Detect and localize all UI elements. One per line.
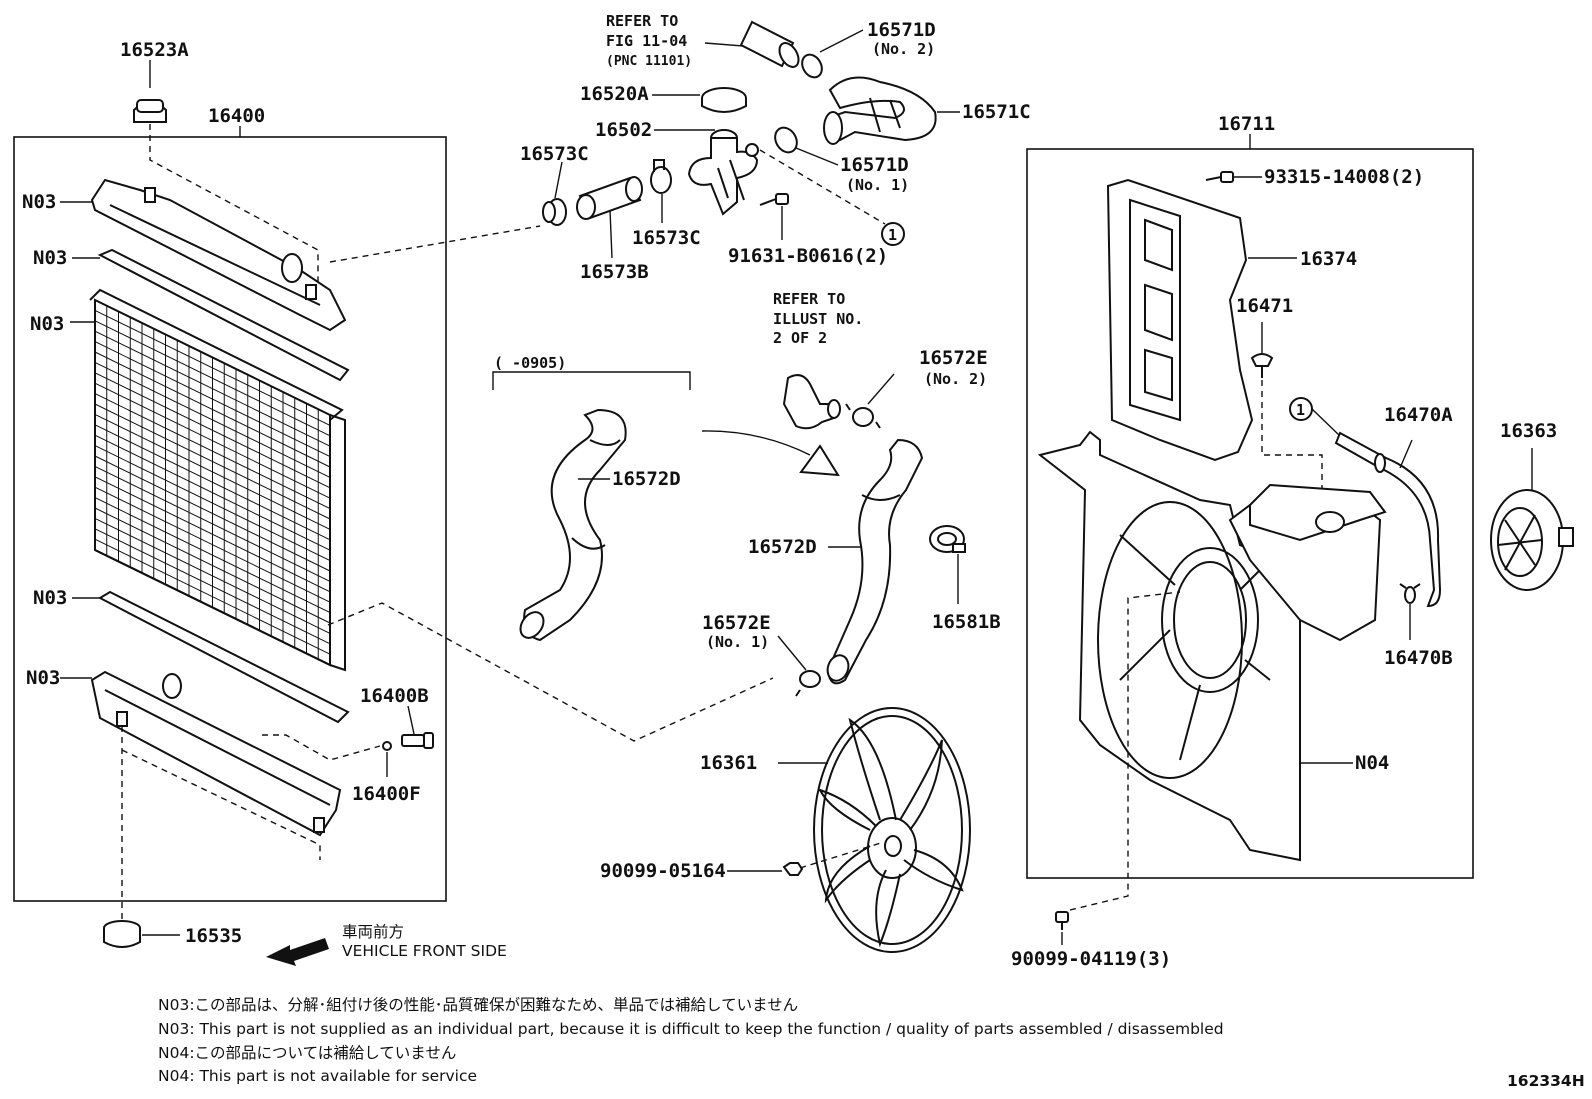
svg-text:FIG 11-04: FIG 11-04 bbox=[606, 32, 687, 50]
label-16571D-no2: 16571D bbox=[867, 19, 936, 41]
part-91631-bolt bbox=[759, 193, 789, 206]
part-16363-fan-motor bbox=[1490, 489, 1574, 591]
label-16523A: 16523A bbox=[120, 39, 189, 61]
part-16374-cover bbox=[1106, 178, 1254, 462]
part-16400F-o-ring bbox=[382, 741, 392, 751]
part-16572D-hose-a bbox=[519, 408, 627, 642]
label-16581B: 16581B bbox=[932, 611, 1001, 633]
label-93315: 93315-14008(2) bbox=[1264, 166, 1424, 188]
label-16400: 16400 bbox=[208, 105, 265, 127]
label-16571C: 16571C bbox=[962, 101, 1031, 123]
label-16400B: 16400B bbox=[360, 685, 429, 707]
label-16711: 16711 bbox=[1218, 113, 1275, 135]
label-n04: N04 bbox=[1355, 752, 1389, 774]
notes-block: N03:この部品は、分解･組付け後の性能･品質確保が困難なため、単品では補給して… bbox=[158, 996, 1224, 1085]
svg-text:1: 1 bbox=[1296, 401, 1305, 419]
label-91631: 91631-B0616(2) bbox=[728, 245, 888, 267]
label-n03-2: N03 bbox=[33, 247, 67, 269]
part-16470A-hose bbox=[1334, 431, 1442, 608]
radiator-lower-tank bbox=[90, 670, 342, 837]
svg-text:2 OF 2: 2 OF 2 bbox=[773, 329, 827, 347]
part-16520A-radiator-cap bbox=[701, 87, 747, 113]
part-93315-screw bbox=[1205, 171, 1234, 183]
part-16470B-clamp bbox=[1399, 583, 1421, 604]
part-90099-04119-screw bbox=[1055, 911, 1069, 930]
front-label-en: VEHICLE FRONT SIDE bbox=[342, 942, 507, 960]
label-n03-1: N03 bbox=[22, 191, 56, 213]
part-16502-filler-neck bbox=[687, 129, 759, 216]
label-16363: 16363 bbox=[1500, 420, 1557, 442]
part-16573B-hose bbox=[576, 176, 643, 220]
vehicle-front-arrow-icon bbox=[266, 938, 329, 966]
svg-text:REFER TO: REFER TO bbox=[773, 290, 845, 308]
label-16400F: 16400F bbox=[352, 783, 421, 805]
part-n04-shroud bbox=[1037, 430, 1387, 862]
ref-circle-1-upper bbox=[881, 222, 905, 246]
label-90099-04119: 90099-04119(3) bbox=[1011, 948, 1171, 970]
label-16572D-a: 16572D bbox=[612, 468, 681, 490]
part-16581B-clamp bbox=[929, 525, 966, 553]
part-16572E-no1-clamp bbox=[795, 670, 821, 697]
thermostat-housing bbox=[782, 374, 841, 430]
label-16361: 16361 bbox=[700, 752, 757, 774]
label-16520A: 16520A bbox=[580, 83, 649, 105]
label-16571D-no1: 16571D bbox=[840, 154, 909, 176]
label-n03-5: N03 bbox=[26, 667, 60, 689]
note-n04-jp: N04:この部品については補給していません bbox=[158, 1044, 456, 1062]
gasket-lower bbox=[97, 590, 350, 724]
label-16571D-no1-sub: (No. 1) bbox=[846, 176, 909, 194]
note-n03-en: N03: This part is not supplied as an ind… bbox=[158, 1020, 1224, 1038]
label-16471: 16471 bbox=[1236, 295, 1293, 317]
part-16535-cushion bbox=[103, 920, 141, 948]
svg-text:ILLUST NO.: ILLUST NO. bbox=[773, 310, 863, 328]
part-16400B-drain-plug bbox=[401, 705, 434, 749]
label-16572E-no1-sub: (No. 1) bbox=[706, 633, 769, 651]
part-16573C-clamp-b bbox=[650, 159, 672, 194]
label-90099-05164: 90099-05164 bbox=[600, 860, 726, 882]
front-label-jp: 車両前方 bbox=[342, 923, 404, 941]
part-16571D-no2-clamp bbox=[801, 53, 823, 79]
part-16572D-hose-b bbox=[826, 438, 924, 685]
gasket-upper bbox=[97, 248, 350, 382]
part-90099-05164-nut bbox=[782, 862, 804, 876]
label-16470A: 16470A bbox=[1384, 404, 1453, 426]
label-n03-4: N03 bbox=[33, 587, 67, 609]
label-16572E-no2: 16572E bbox=[919, 347, 988, 369]
flow-arrow bbox=[701, 430, 811, 456]
svg-text:(PNC 11101): (PNC 11101) bbox=[606, 54, 692, 69]
radiator-group-box bbox=[13, 136, 447, 902]
label-16571D-no2-sub: (No. 2) bbox=[872, 40, 935, 58]
label-16573C-a: 16573C bbox=[520, 143, 589, 165]
note-n04-en: N04: This part is not available for serv… bbox=[158, 1067, 477, 1085]
part-16573C-clamp-a bbox=[542, 198, 567, 226]
date-range-bracket bbox=[492, 371, 691, 390]
label-16572E-no1: 16572E bbox=[702, 612, 771, 634]
part-16571C-upper-hose bbox=[823, 76, 937, 145]
part-16523A-cap bbox=[133, 60, 319, 285]
label-16470B: 16470B bbox=[1384, 647, 1453, 669]
label-16535: 16535 bbox=[185, 925, 242, 947]
date-range-label: ( -0905) bbox=[494, 354, 566, 372]
label-16374: 16374 bbox=[1300, 248, 1357, 270]
refer-illust-2of2: REFER TO ILLUST NO. 2 OF 2 bbox=[773, 290, 863, 347]
radiator-upper-tank bbox=[90, 178, 347, 332]
part-16571D-no1-clamp bbox=[774, 126, 798, 154]
label-n03-3: N03 bbox=[30, 313, 64, 335]
label-16573C-b: 16573C bbox=[632, 227, 701, 249]
label-16502: 16502 bbox=[595, 119, 652, 141]
part-16361-fan bbox=[813, 707, 971, 953]
figure-id: 162334H bbox=[1507, 1072, 1585, 1090]
label-16572D-b: 16572D bbox=[748, 536, 817, 558]
label-16573B: 16573B bbox=[580, 261, 649, 283]
svg-text:REFER TO: REFER TO bbox=[606, 12, 678, 30]
label-16572E-no2-sub: (No. 2) bbox=[924, 370, 987, 388]
refer-fig-11-04: REFER TO FIG 11-04 (PNC 11101) bbox=[606, 12, 692, 69]
part-16471-clip bbox=[1250, 353, 1274, 378]
part-16572E-no2-clamp bbox=[845, 403, 881, 429]
svg-text:1: 1 bbox=[888, 226, 897, 244]
note-n03-jp: N03:この部品は、分解･組付け後の性能･品質確保が困難なため、単品では補給して… bbox=[158, 996, 798, 1014]
radiator-core-fins bbox=[94, 299, 331, 666]
